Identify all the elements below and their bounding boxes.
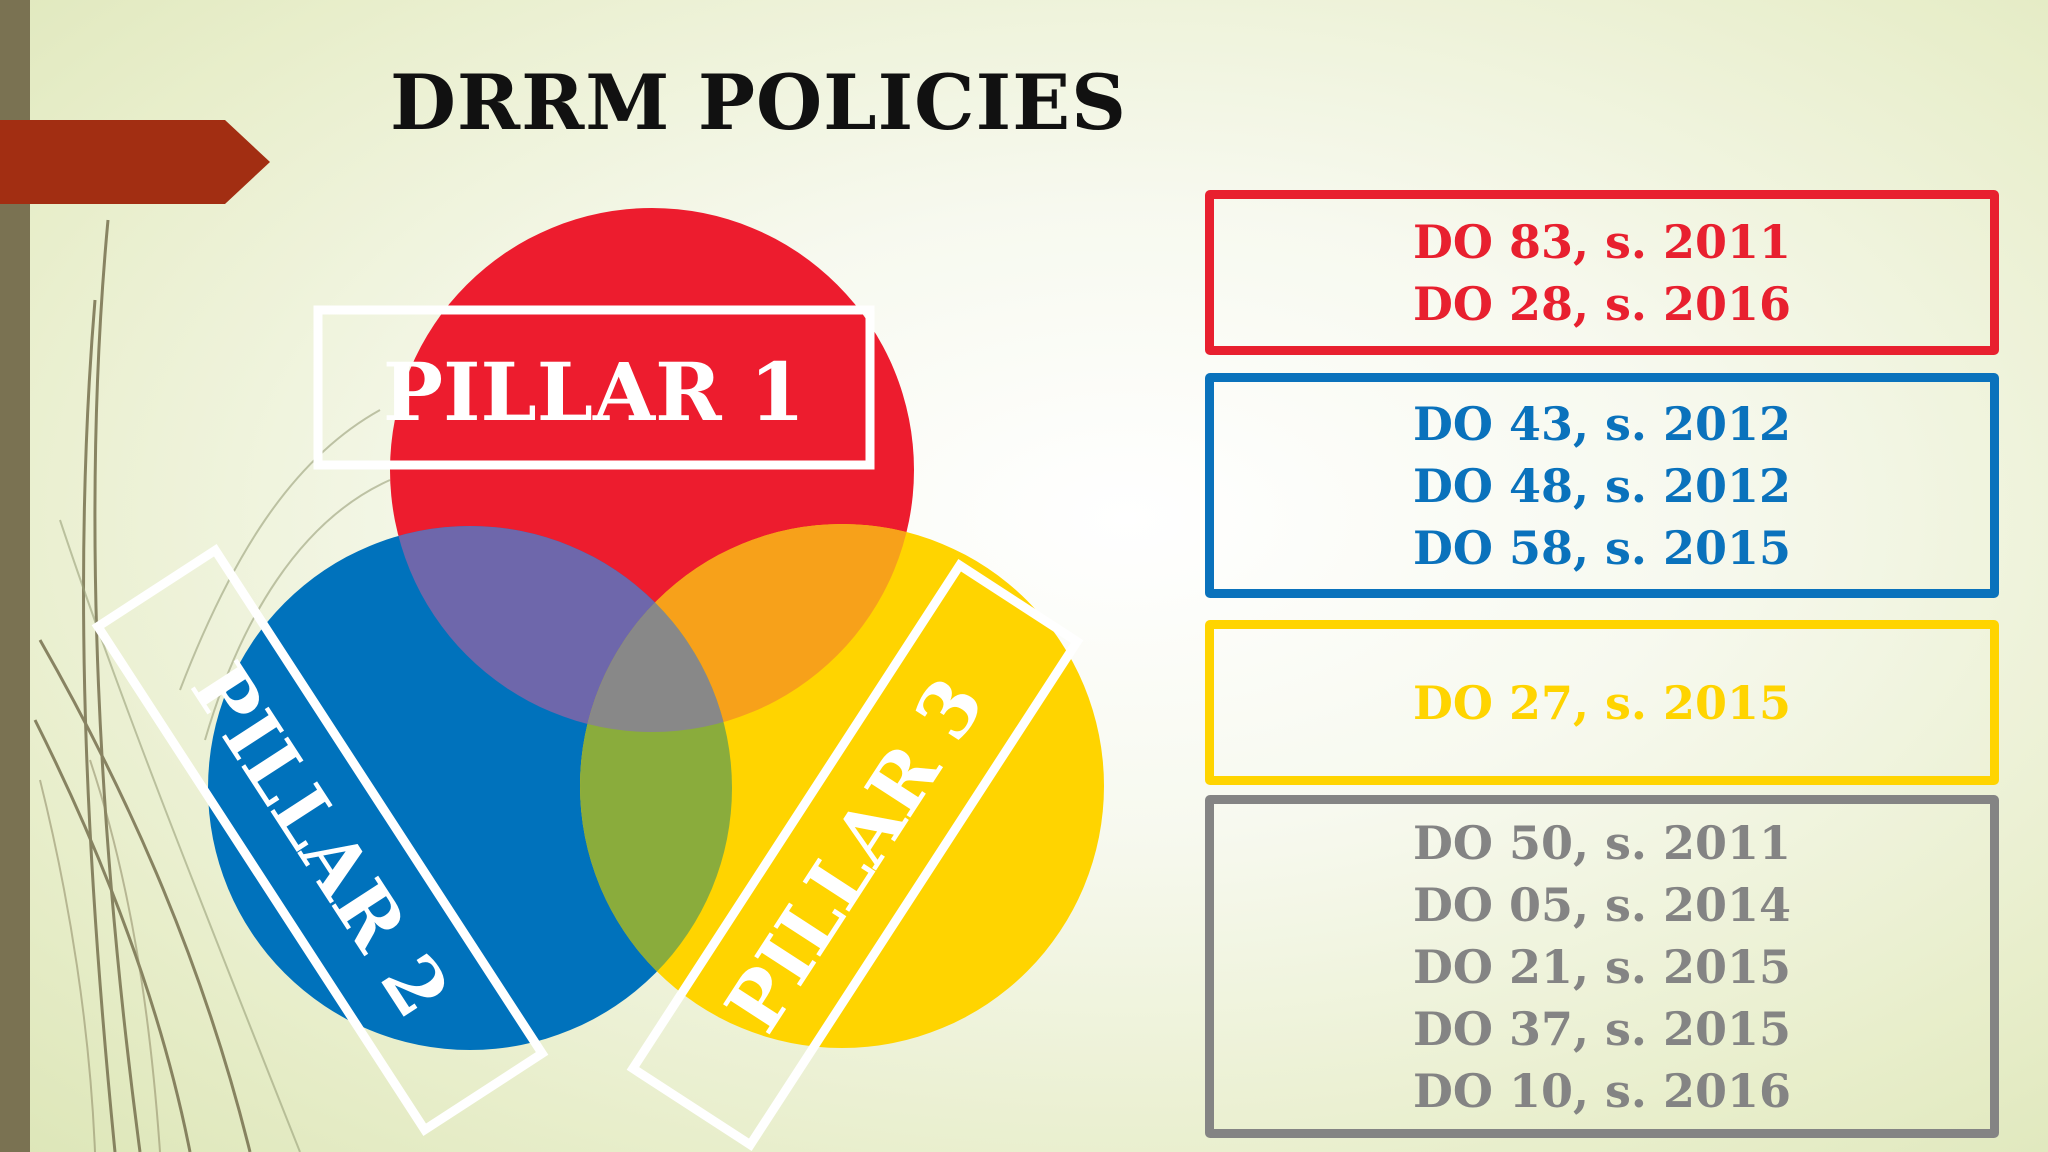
policy-item: DO 37, s. 2015: [1413, 1001, 1791, 1056]
pillar-2-label-frame: [91, 544, 549, 1136]
policy-item: DO 10, s. 2016: [1413, 1063, 1791, 1118]
policy-item: DO 50, s. 2011: [1413, 815, 1791, 870]
cross-cutting-policies-box: DO 50, s. 2011 DO 05, s. 2014 DO 21, s. …: [1205, 795, 1999, 1138]
pillar-1-label-group: PILLAR 1: [313, 305, 875, 470]
pillar-2-policies-box: DO 43, s. 2012 DO 48, s. 2012 DO 58, s. …: [1205, 373, 1999, 598]
pillar-1-3-overlap: [580, 524, 914, 732]
policy-item: DO 05, s. 2014: [1413, 877, 1791, 932]
policy-item: DO 28, s. 2016: [1413, 276, 1791, 331]
pillar-3-label-frame: [626, 559, 1084, 1151]
title-arrow-tab: [0, 120, 270, 204]
pillar-1-policies-box: DO 83, s. 2011 DO 28, s. 2016: [1205, 190, 1999, 355]
pillar-1-label: PILLAR 1: [383, 345, 805, 439]
policy-item: DO 43, s. 2012: [1413, 396, 1791, 451]
pillar-3-policies-box: DO 27, s. 2015: [1205, 620, 1999, 785]
page-title: DRRM POLICIES: [390, 58, 1128, 147]
policy-item: DO 21, s. 2015: [1413, 939, 1791, 994]
pillar-1-2-overlap: [390, 526, 732, 732]
policy-item: DO 58, s. 2015: [1413, 520, 1791, 575]
policy-item: DO 27, s. 2015: [1413, 675, 1791, 730]
policy-item: DO 83, s. 2011: [1413, 214, 1791, 269]
pillar-1-label-frame: [313, 305, 875, 470]
policy-item: DO 48, s. 2012: [1413, 458, 1791, 513]
